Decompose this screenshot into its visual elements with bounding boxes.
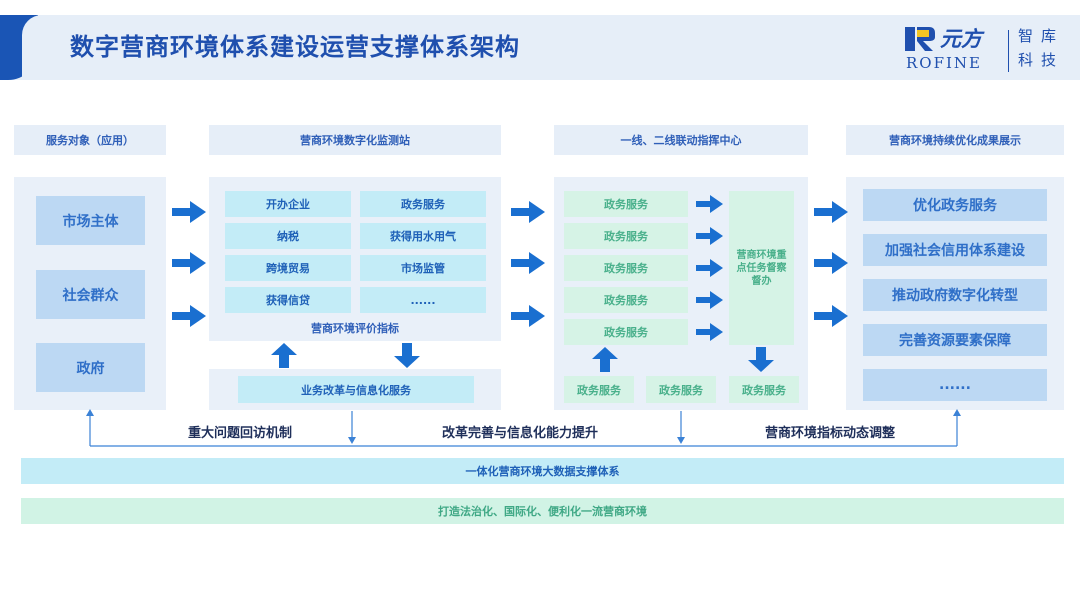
arrow-down-icon bbox=[748, 347, 774, 372]
command-bottom-item: 政务服务 bbox=[729, 376, 799, 403]
arrow-right-icon bbox=[814, 252, 848, 274]
arrow-right-icon bbox=[696, 227, 723, 245]
arrow-down-icon bbox=[394, 343, 420, 368]
header-bar bbox=[0, 15, 1080, 80]
service-object-public: 社会群众 bbox=[36, 270, 145, 319]
result-item: 加强社会信用体系建设 bbox=[863, 234, 1047, 266]
arrow-down-icon bbox=[348, 437, 356, 444]
arrow-right-icon bbox=[696, 291, 723, 309]
monitor-item: 市场监管 bbox=[360, 255, 486, 281]
logo-mark-icon bbox=[905, 27, 935, 51]
arrow-right-icon bbox=[172, 201, 206, 223]
monitor-item: 纳税 bbox=[225, 223, 351, 249]
monitor-label: 营商环境评价指标 bbox=[311, 322, 399, 335]
arrow-up-icon bbox=[592, 347, 618, 372]
command-item: 政务服务 bbox=[564, 255, 688, 281]
reform-service-box: 业务改革与信息化服务 bbox=[238, 376, 474, 403]
arrow-down-icon bbox=[677, 437, 685, 444]
feedback-label: 营商环境指标动态调整 bbox=[740, 421, 920, 441]
logo-subtitle: 智库 科技 bbox=[1018, 24, 1064, 72]
command-bottom-item: 政务服务 bbox=[564, 376, 634, 403]
arrow-right-icon bbox=[172, 305, 206, 327]
support-bar: 一体化营商环境大数据支撑体系 bbox=[21, 458, 1064, 484]
result-item: ...... bbox=[863, 369, 1047, 401]
monitor-item: 开办企业 bbox=[225, 191, 351, 217]
logo-subtitle-line1: 智库 bbox=[1018, 27, 1065, 45]
logo-divider bbox=[1008, 30, 1009, 72]
logo-subtitle-line2: 科技 bbox=[1018, 51, 1065, 69]
command-item: 政务服务 bbox=[564, 319, 688, 345]
column-header-monitor: 营商环境数字化监测站 bbox=[209, 125, 501, 155]
column-header-service: 服务对象（应用） bbox=[14, 125, 166, 155]
arrow-up-icon bbox=[271, 343, 297, 368]
monitor-item: 政务服务 bbox=[360, 191, 486, 217]
arrow-right-icon bbox=[696, 323, 723, 341]
feedback-label: 重大问题回访机制 bbox=[150, 421, 330, 441]
feedback-label: 改革完善与信息化能力提升 bbox=[420, 421, 620, 441]
service-object-market: 市场主体 bbox=[36, 196, 145, 245]
arrow-right-icon bbox=[814, 201, 848, 223]
monitor-item: ...... bbox=[360, 287, 486, 313]
arrow-right-icon bbox=[511, 201, 545, 223]
monitor-item: 获得信贷 bbox=[225, 287, 351, 313]
command-item: 政务服务 bbox=[564, 191, 688, 217]
service-object-government: 政府 bbox=[36, 343, 145, 392]
key-task-box: 营商环境重点任务督察督办 bbox=[729, 191, 794, 345]
arrow-right-icon bbox=[172, 252, 206, 274]
arrow-right-icon bbox=[696, 259, 723, 277]
command-bottom-item: 政务服务 bbox=[646, 376, 716, 403]
monitor-item: 获得用水用气 bbox=[360, 223, 486, 249]
key-task-label: 营商环境重点任务督察督办 bbox=[736, 249, 787, 287]
result-item: 完善资源要素保障 bbox=[863, 324, 1047, 356]
command-item: 政务服务 bbox=[564, 287, 688, 313]
result-item: 优化政务服务 bbox=[863, 189, 1047, 221]
arrow-right-icon bbox=[814, 305, 848, 327]
arrow-right-icon bbox=[696, 195, 723, 213]
command-item: 政务服务 bbox=[564, 223, 688, 249]
logo-en: ROFINE bbox=[906, 54, 982, 72]
column-header-command: 一线、二线联动指挥中心 bbox=[554, 125, 808, 155]
arrow-up-icon bbox=[86, 409, 94, 416]
goal-bar: 打造法治化、国际化、便利化一流营商环境 bbox=[21, 498, 1064, 524]
arrow-right-icon bbox=[511, 305, 545, 327]
header-accent-curve bbox=[22, 15, 42, 80]
page-title: 数字营商环境体系建设运营支撑体系架构 bbox=[70, 33, 520, 61]
result-item: 推动政府数字化转型 bbox=[863, 279, 1047, 311]
logo-cn: 元方 bbox=[940, 26, 982, 51]
column-header-results: 营商环境持续优化成果展示 bbox=[846, 125, 1064, 155]
arrow-up-icon bbox=[953, 409, 961, 416]
arrow-right-icon bbox=[511, 252, 545, 274]
monitor-item: 跨境贸易 bbox=[225, 255, 351, 281]
